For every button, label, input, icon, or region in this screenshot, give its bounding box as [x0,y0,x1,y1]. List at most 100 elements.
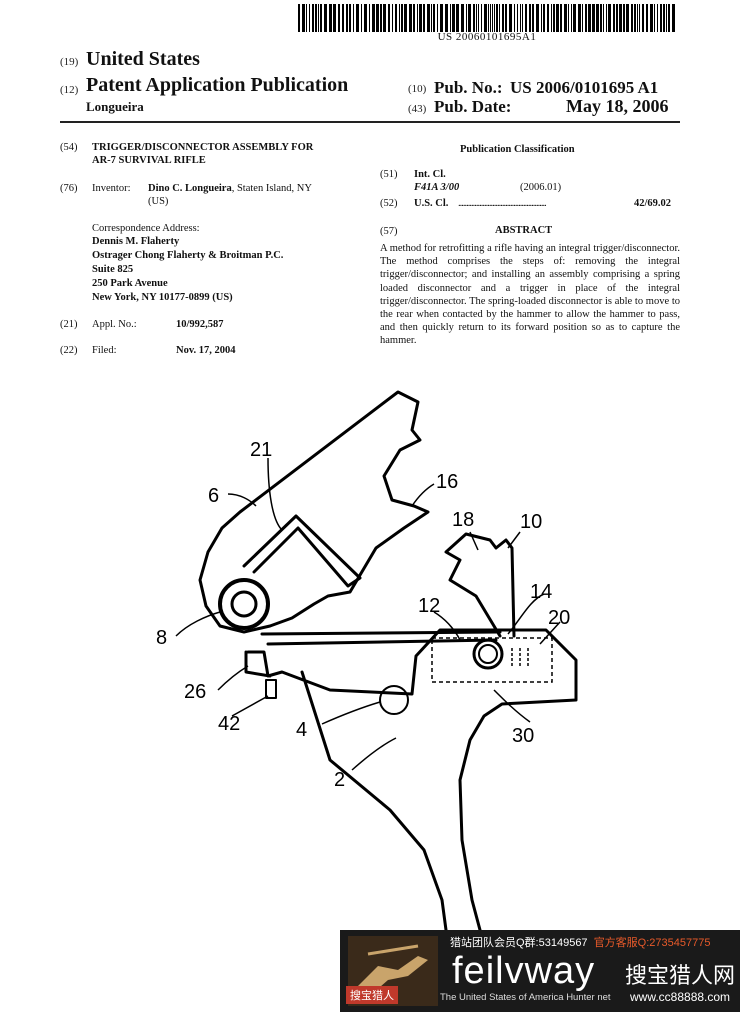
label-2: 2 [334,769,345,791]
us-cl-dots: ........................................… [458,198,547,209]
title-code: (54) [60,142,78,153]
correspondence-suite: Suite 825 [92,264,134,275]
inventor-location: , Staten Island, NY [231,183,312,194]
spring-box [431,637,553,683]
barcode-bar [318,4,319,32]
label-18: 18 [452,509,474,531]
barcode-bar [536,4,539,32]
barcode-bar [433,4,435,32]
barcode-bar [468,4,471,32]
label-21: 21 [250,439,272,461]
barcode-bar [657,4,658,32]
barcode-bar [361,4,362,32]
barcode-bar [650,4,653,32]
barcode-bar [551,4,552,32]
watermark-qq-group: 猎站团队会员Q群:53149567 [450,937,588,949]
barcode-bar [395,4,397,32]
barcode-bar [608,4,611,32]
barcode-bar [492,4,493,32]
inventor-country: (US) [148,196,169,207]
barcode-bar [383,4,386,32]
barcode-bar [573,4,576,32]
correspondence-label: Correspondence Address: [92,223,200,234]
barcode-bar [560,4,562,32]
barcode-bar [606,4,607,32]
barcode-bar [646,4,648,32]
barcode-bar [342,4,344,32]
hammer-outline [198,390,430,634]
barcode-bar [553,4,555,32]
classification-heading: Publication Classification [460,144,575,155]
barcode-bar [481,4,482,32]
filed-date: Nov. 17, 2004 [176,345,236,356]
title-line-1: TRIGGER/DISCONNECTOR ASSEMBLY FOR [92,142,314,153]
label-16: 16 [436,471,458,493]
barcode-bar [372,4,375,32]
barcode-bar [522,4,523,32]
barcode-bar [490,4,491,32]
barcode-bar [588,4,591,32]
barcode-bar [639,4,640,32]
barcode-bar [413,4,415,32]
barcode-bar [654,4,655,32]
barcode [298,4,675,32]
pin-42 [265,679,277,699]
barcode-bar [592,4,595,32]
us-cl-value: 42/69.02 [634,198,672,209]
correspondence-name: Dennis M. Flaherty [92,236,180,247]
barcode-bar [312,4,314,32]
label-20: 20 [548,607,570,629]
barcode-bar [525,4,527,32]
barcode-bar [376,4,379,32]
barcode-bar [637,4,638,32]
barcode-bar [660,4,662,32]
hammer-spring [242,514,362,588]
watermark-badge: 搜宝猎人 [346,986,398,1004]
barcode-bar [509,4,512,32]
barcode-bar [634,4,636,32]
int-cl-year: (2006.01) [520,182,562,193]
barcode-bar [488,4,489,32]
barcode-bar [450,4,451,32]
barcode-bar [571,4,572,32]
barcode-bar [484,4,487,32]
barcode-bar [600,4,602,32]
barcode-bar [642,4,644,32]
abstract-text: A method for retrofitting a rifle having… [380,243,680,347]
barcode-bar [603,4,604,32]
barcode-bar [369,4,370,32]
barcode-bar [476,4,477,32]
barcode-bar [298,4,300,32]
barcode-bar [496,4,498,32]
correspondence-city: New York, NY 10177-0899 (US) [92,292,233,303]
barcode-bar [547,4,549,32]
correspondence-firm: Ostrager Chong Flaherty & Broitman P.C. [92,250,284,261]
barcode-bar [353,4,354,32]
barcode-bar [445,4,448,32]
int-cl-label: Int. Cl. [414,169,446,180]
barcode-bar [556,4,559,32]
barcode-bar [302,4,305,32]
appl-label: Appl. No.: [92,319,137,330]
barcode-bar [456,4,459,32]
label-4: 4 [296,719,307,741]
barcode-bar [543,4,545,32]
watermark-brand: feilvway [452,950,596,992]
barcode-bar [631,4,633,32]
watermark-url: www.cc88888.com [630,990,731,1004]
pub-date-label: Pub. Date: [434,97,512,116]
watermark-qq-service: 官方客服Q:2735457775 [593,937,711,949]
barcode-bar [324,4,327,32]
barcode-bar [392,4,393,32]
barcode-number: US 20060101695A1 [437,31,537,43]
abstract-heading: ABSTRACT [495,225,553,236]
barcode-bar [541,4,542,32]
pub-date-code: (43) [408,103,427,115]
barcode-bar [532,4,534,32]
barcode-bar [505,4,507,32]
barcode-bar [568,4,569,32]
barcode-bar [437,4,438,32]
barcode-bar [473,4,475,32]
barcode-bar [388,4,390,32]
barcode-bar [461,4,464,32]
